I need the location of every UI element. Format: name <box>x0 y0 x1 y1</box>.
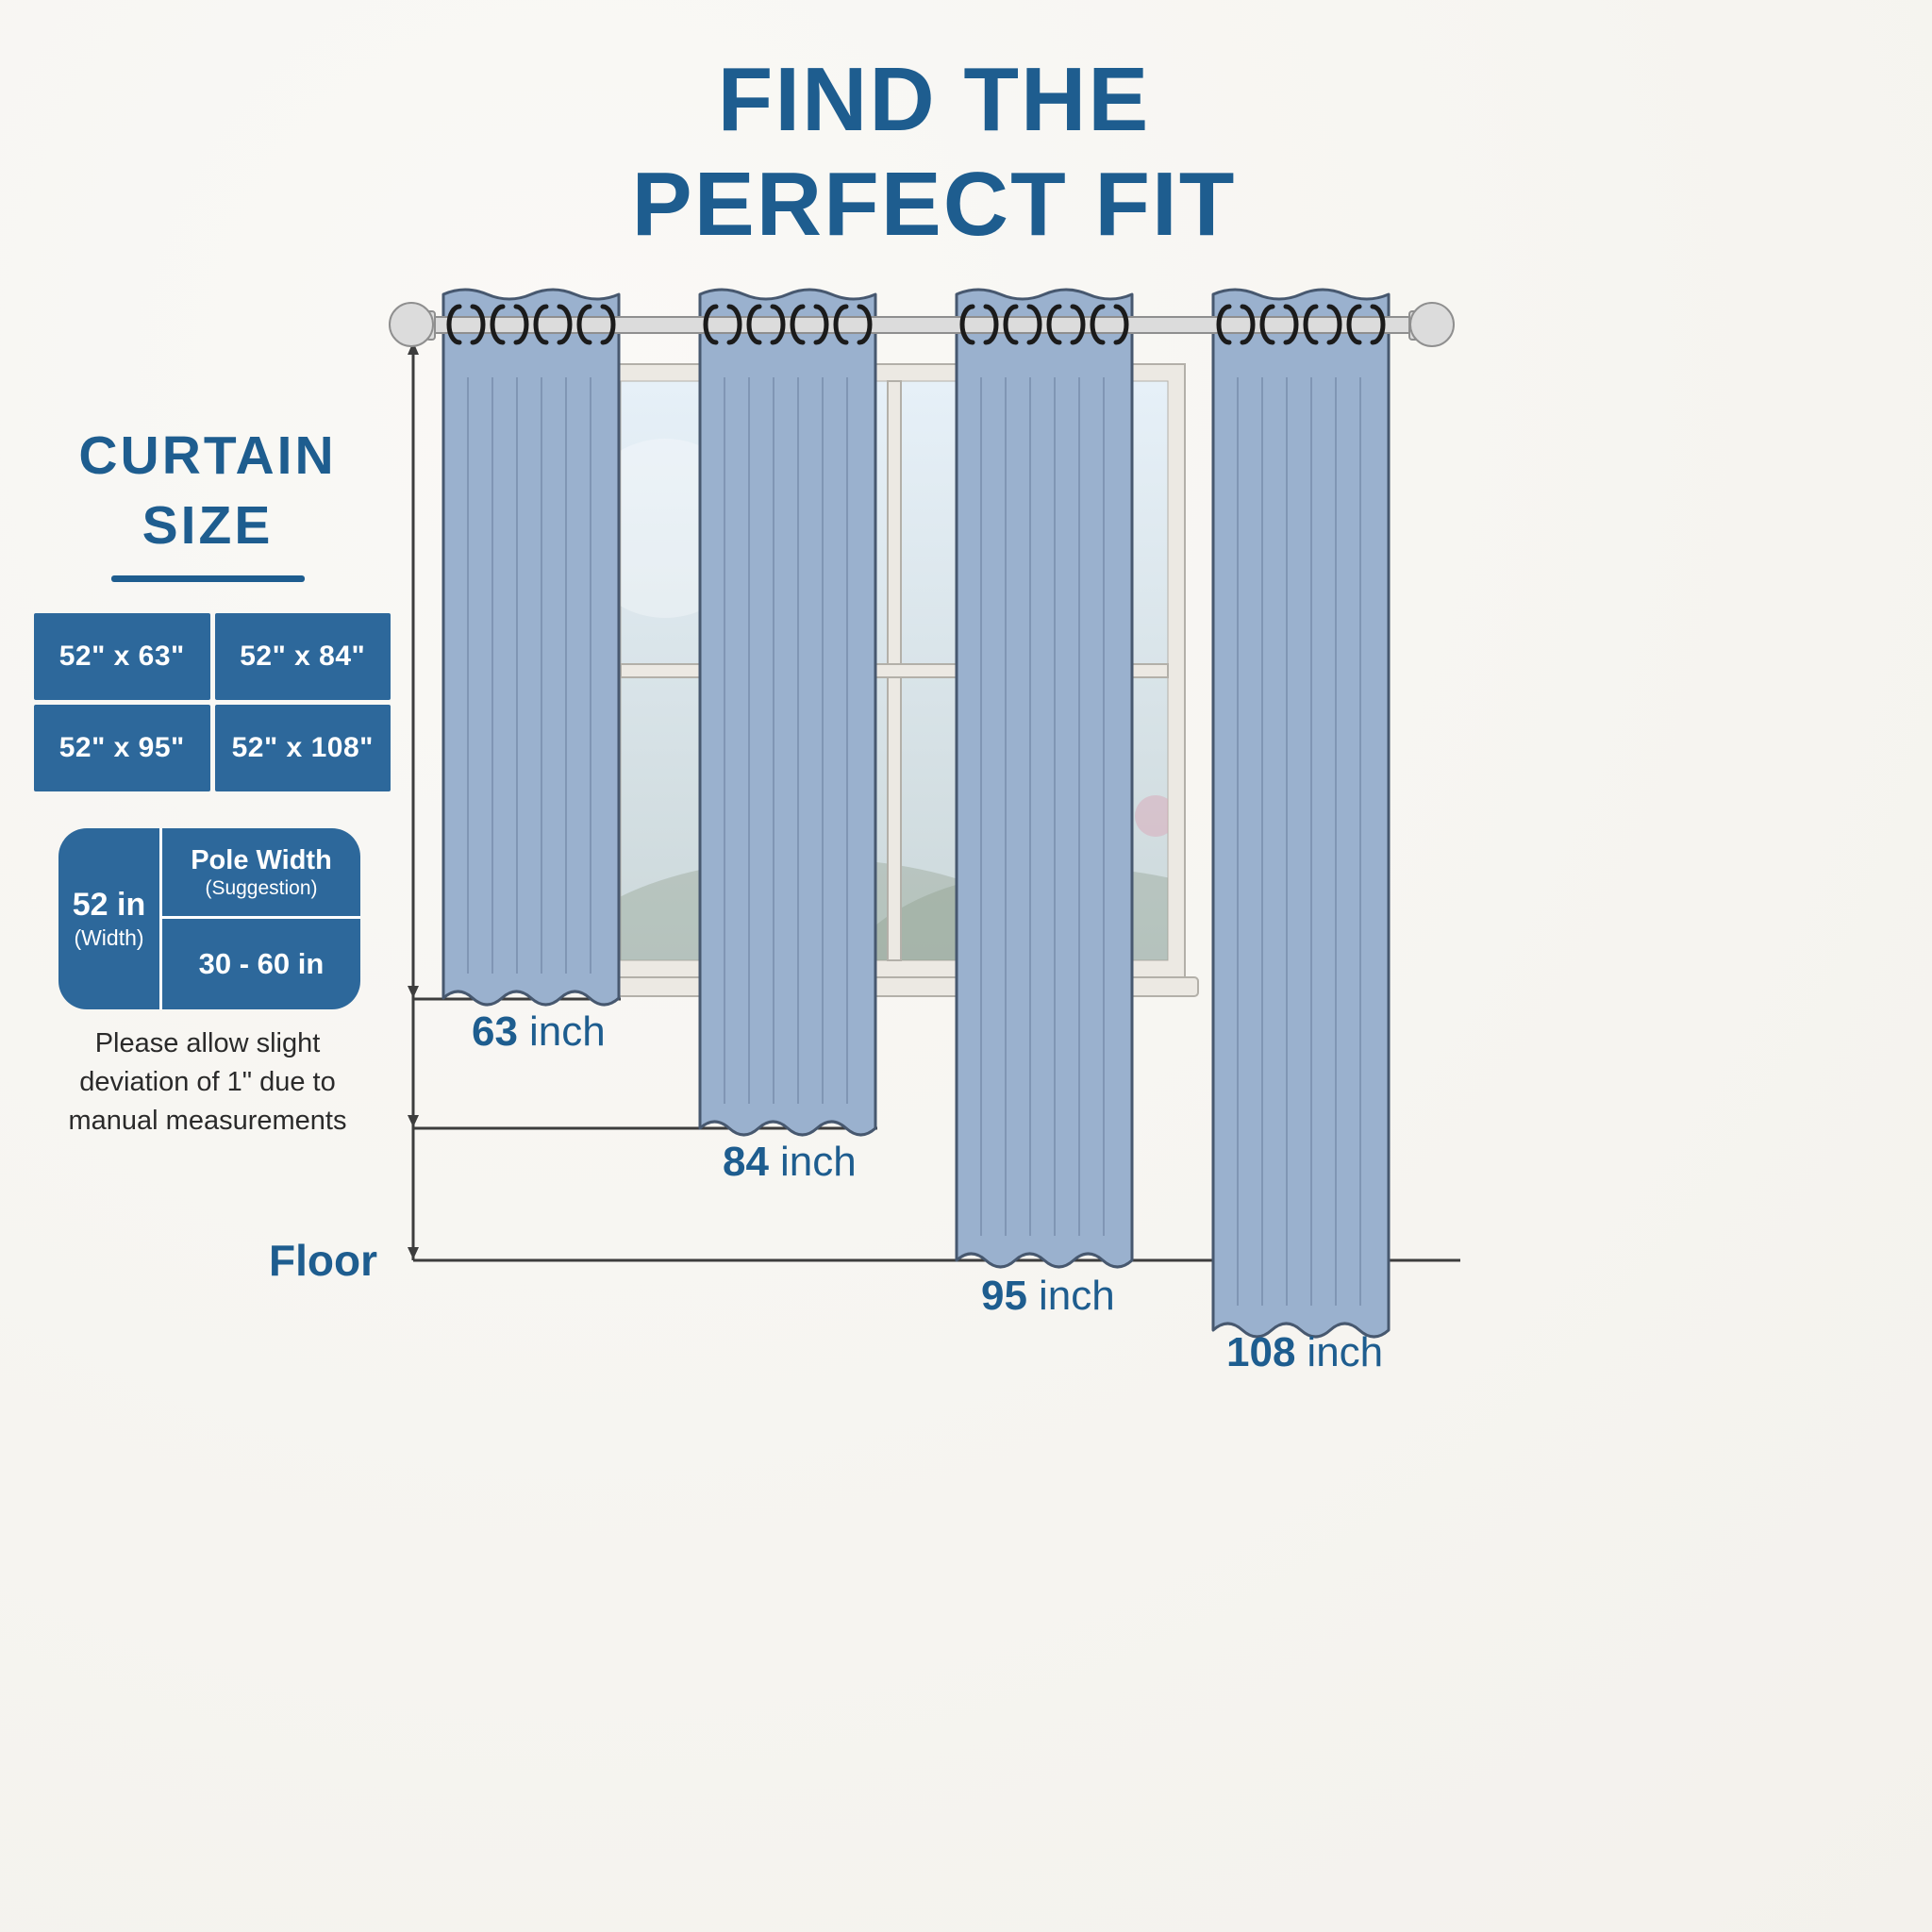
pole-width-range-cell: 30 - 60 in <box>162 919 360 1009</box>
floor-label: Floor <box>269 1236 377 1285</box>
note-line-2: deviation of 1" due to <box>79 1067 336 1098</box>
curtain-rod <box>389 302 1455 347</box>
title-line-2: PERFECT FIT <box>631 154 1237 256</box>
window <box>590 363 1199 997</box>
size-table: 52" x 63" 52" x 84" 52" x 95" 52" x 108" <box>34 613 391 791</box>
measure-unit: inch <box>780 1139 857 1185</box>
measure-unit: inch <box>529 1008 606 1055</box>
rod-bar <box>422 316 1424 334</box>
measure-unit: inch <box>1039 1273 1115 1319</box>
note-line-3: manual measurements <box>68 1106 347 1137</box>
curtain-fold-lines <box>467 377 591 974</box>
size-cell-52x63: 52" x 63" <box>34 613 210 700</box>
curtain-fold-lines <box>724 377 848 1104</box>
heading-line-2: SIZE <box>142 495 274 557</box>
pole-width-title-cell: Pole Width (Suggestion) <box>162 828 360 919</box>
measure-value: 108 <box>1226 1329 1295 1375</box>
rod-finial-left <box>389 302 434 347</box>
garden-accent <box>1135 795 1168 837</box>
curtain-panels <box>441 288 1391 1339</box>
pole-width-title: Pole Width <box>191 844 332 875</box>
measure-value: 84 <box>723 1139 769 1185</box>
heading-line-1: CURTAIN <box>78 425 337 486</box>
title-line-1: FIND THE <box>717 49 1151 150</box>
size-cell-52x95: 52" x 95" <box>34 705 210 791</box>
measure-arrow-floor <box>408 1247 419 1259</box>
measure-value: 95 <box>981 1273 1027 1319</box>
curtain-fold-lines <box>980 377 1105 1236</box>
curtain-fold-lines <box>1237 377 1361 1306</box>
heading-underline <box>110 575 305 583</box>
rod-finial-right <box>1409 302 1455 347</box>
width-value: 52 in <box>72 887 146 923</box>
curtain-width-cell: 52 in (Width) <box>58 828 162 1009</box>
curtain-panel-84 <box>698 288 877 1137</box>
label-95-inch: 95 inch <box>981 1273 1115 1319</box>
size-cell-52x108: 52" x 108" <box>214 705 391 791</box>
page-title: FIND THE PERFECT FIT <box>557 47 1311 258</box>
curtain-panel-108 <box>1211 288 1391 1339</box>
note-line-1: Please allow slight <box>94 1028 321 1058</box>
measure-unit: inch <box>1307 1329 1383 1375</box>
width-label: (Width) <box>74 925 144 950</box>
size-cell-52x84: 52" x 84" <box>214 613 391 700</box>
measurement-note: Please allow slight deviation of 1" due … <box>38 1024 377 1141</box>
measure-arrow-84 <box>408 1115 419 1127</box>
pole-width-subtitle: (Suggestion) <box>205 876 318 899</box>
curtain-size-heading: CURTAIN SIZE <box>38 421 377 583</box>
curtain-panel-63 <box>441 288 621 1007</box>
measure-value: 63 <box>472 1008 518 1055</box>
curtain-panel-95 <box>955 288 1134 1269</box>
measure-arrow-63 <box>408 986 419 998</box>
pole-width-range: 30 - 60 in <box>198 947 325 980</box>
label-108-inch: 108 inch <box>1226 1329 1383 1375</box>
pole-width-box: 52 in (Width) Pole Width (Suggestion) 30… <box>58 828 360 1009</box>
measure-arrow-up <box>408 341 419 355</box>
pole-width-cells: Pole Width (Suggestion) 30 - 60 in <box>162 828 360 1009</box>
